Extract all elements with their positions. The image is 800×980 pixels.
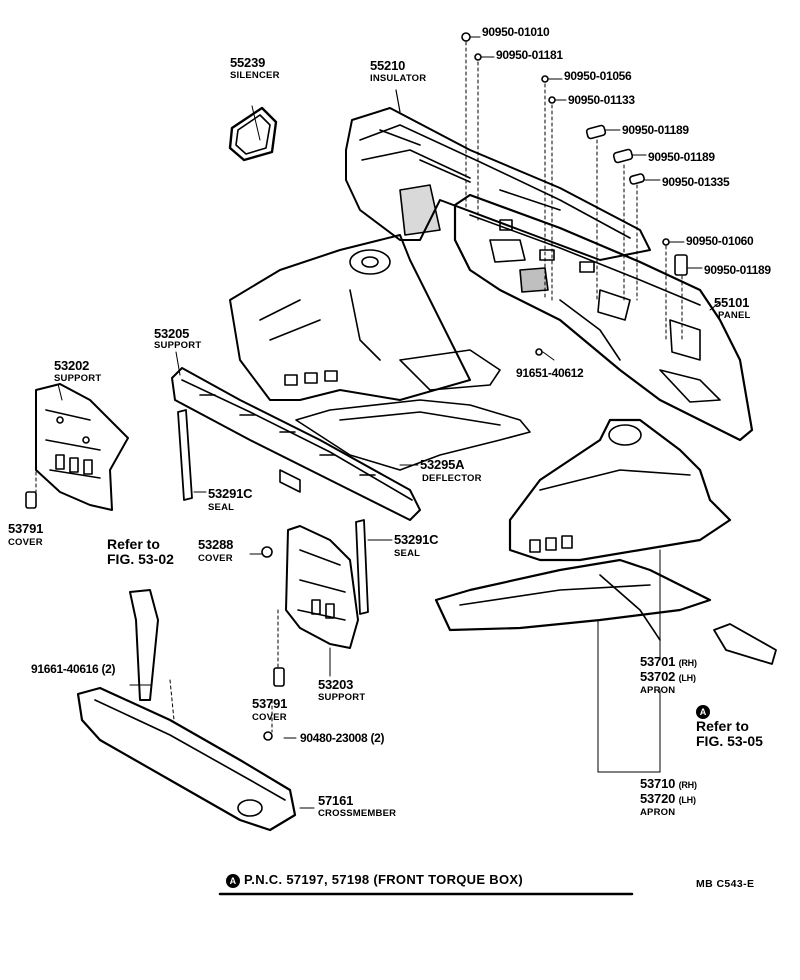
- label-57161-name: CROSSMEMBER: [318, 808, 397, 819]
- label-90950-01056: 90950-01056: [564, 69, 632, 83]
- label-53710-num: 53710: [640, 776, 676, 791]
- panel-drawing: [453, 193, 754, 442]
- label-53720-number: 53720 (LH): [640, 792, 696, 805]
- label-53205-number: 53205: [154, 326, 190, 341]
- cover-a-drawing: [25, 491, 37, 509]
- grommet-drawing: [261, 546, 273, 558]
- label-53291C-b-number: 53291C: [394, 532, 439, 547]
- cover-b-drawing: [273, 667, 285, 687]
- label-53203-name: SUPPORT: [318, 692, 366, 703]
- label-53791-a-name: COVER: [8, 537, 43, 548]
- label-91661-40616: 91661-40616 (2): [31, 662, 116, 676]
- label-55210-number: 55210: [370, 58, 406, 73]
- seal-drawings: [177, 409, 369, 615]
- torque-box-marker-icon: A: [696, 705, 710, 720]
- label-53710-number: 53710 (RH): [640, 777, 697, 790]
- refer-fig-53-05-line1: Refer to: [696, 718, 749, 735]
- label-53288-number: 53288: [198, 537, 234, 552]
- label-53701-num: 53701: [640, 654, 676, 669]
- label-53702-number: 53702 (LH): [640, 670, 696, 683]
- label-55239-name: SILENCER: [230, 70, 280, 81]
- label-53701-number: 53701 (RH): [640, 655, 697, 668]
- label-90950-01060: 90950-01060: [686, 234, 754, 248]
- label-53205-name: SUPPORT: [154, 340, 202, 351]
- label-90950-01189-a: 90950-01189: [622, 123, 689, 137]
- insulator-drawing: [345, 89, 651, 261]
- label-53291C-b-name: SEAL: [394, 548, 421, 559]
- label-90950-01133: 90950-01133: [568, 93, 635, 107]
- footer-marker-icon: A: [226, 873, 240, 888]
- support-53205-drawing: [171, 367, 421, 521]
- label-90950-01335: 90950-01335: [662, 175, 730, 189]
- label-53720-num: 53720: [640, 791, 676, 806]
- label-53202-number: 53202: [54, 358, 90, 373]
- pointer-lines: [57, 36, 721, 809]
- label-53791-b-name: COVER: [252, 712, 287, 723]
- label-53288-name: COVER: [198, 553, 233, 564]
- support-53203-drawing: [285, 525, 359, 649]
- footer-caption: A P.N.C. 57197, 57198 (FRONT TORQUE BOX): [226, 873, 523, 888]
- label-53710-side: (RH): [678, 780, 697, 790]
- footer-text: P.N.C. 57197, 57198 (FRONT TORQUE BOX): [244, 872, 523, 887]
- label-55101-number: 55101: [714, 295, 750, 310]
- label-53295A-name: DEFLECTOR: [422, 473, 482, 484]
- label-90950-01010: 90950-01010: [482, 25, 550, 39]
- refer-fig-53-05: A Refer to FIG. 53-05: [696, 704, 763, 749]
- refer-fig-53-02-line1: Refer to: [107, 536, 160, 552]
- dashed-leader-lines: [35, 41, 683, 733]
- label-90950-01181: 90950-01181: [496, 48, 563, 62]
- label-53702-num: 53702: [640, 669, 676, 684]
- label-90950-01189-b: 90950-01189: [648, 150, 715, 164]
- label-53720-name: APRON: [640, 807, 676, 818]
- label-55210-name: INSULATOR: [370, 73, 427, 84]
- label-53202-name: SUPPORT: [54, 373, 102, 384]
- label-53791-b-number: 53791: [252, 696, 288, 711]
- right-apron-lower-drawing: [434, 558, 712, 641]
- label-53701-side: (RH): [678, 658, 697, 668]
- label-53702-side: (LH): [678, 673, 696, 683]
- label-53203-number: 53203: [318, 677, 354, 692]
- small-grommet-drawings: [263, 32, 777, 741]
- label-53291C-a-number: 53291C: [208, 486, 253, 501]
- figure-code: MB C543-E: [696, 878, 755, 890]
- support-53202-drawing: [35, 383, 129, 511]
- right-apron-upper-drawing: [508, 418, 732, 562]
- label-90480-23008: 90480-23008 (2): [300, 731, 385, 745]
- refer-fig-53-02: Refer to FIG. 53-02: [107, 537, 174, 566]
- refer-fig-53-02-line2: FIG. 53-02: [107, 550, 174, 567]
- label-53291C-a-name: SEAL: [208, 502, 235, 513]
- refer-fig-53-05-line2: FIG. 53-05: [696, 732, 763, 749]
- label-53702-name: APRON: [640, 685, 676, 696]
- label-53791-a-number: 53791: [8, 521, 44, 536]
- silencer-drawing: [228, 106, 278, 162]
- label-57161-number: 57161: [318, 793, 354, 808]
- label-53720-side: (LH): [678, 795, 696, 805]
- label-91651-40612: 91651-40612: [516, 366, 584, 380]
- deflector-drawing: [295, 399, 531, 471]
- crossmember-drawing: [76, 589, 297, 832]
- label-55101-name: PANEL: [718, 310, 751, 321]
- label-90950-01189-c: 90950-01189: [704, 263, 771, 277]
- left-apron-drawing: [229, 234, 501, 401]
- label-53295A-number: 53295A: [420, 457, 465, 472]
- label-55239-number: 55239: [230, 55, 266, 70]
